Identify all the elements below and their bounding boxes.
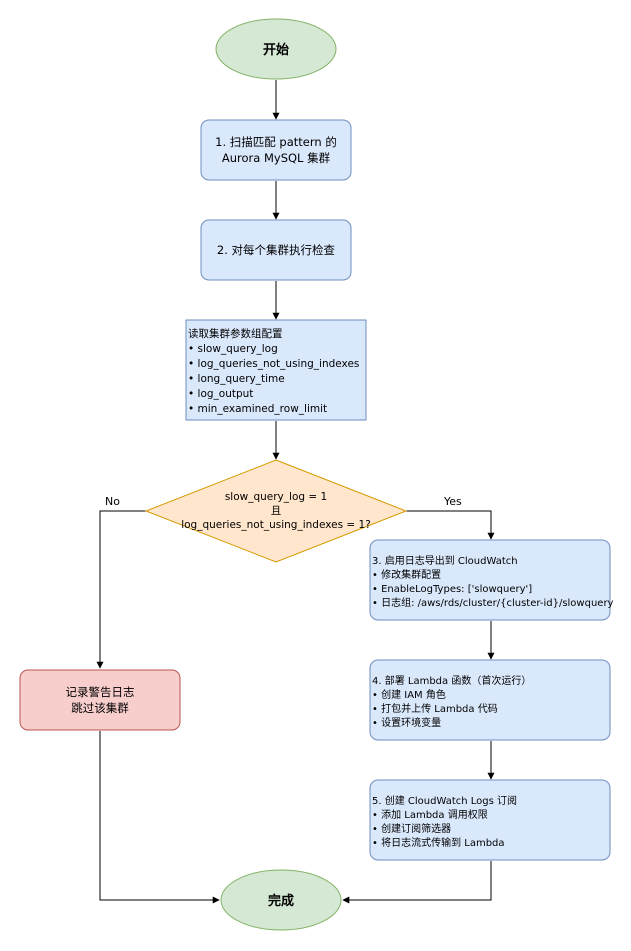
- read-params-line-1: 读取集群参数组配置: [188, 327, 283, 340]
- edge-decision-yes-to-enable: [406, 510, 495, 540]
- subscribe-line-2: • 添加 Lambda 调用权限: [372, 808, 488, 821]
- decision-line-2: 且: [271, 505, 282, 517]
- edge-decision-no-to-warn: [96, 510, 146, 669]
- edge-label-no: No: [105, 495, 120, 508]
- create-subscription-node[interactable]: 5. 创建 CloudWatch Logs 订阅 • 添加 Lambda 调用权…: [369, 779, 611, 861]
- subscribe-line-4: • 将日志流式传输到 Lambda: [372, 836, 505, 849]
- check-each-label: 2. 对每个集群执行检查: [217, 243, 336, 257]
- done-node[interactable]: 完成: [220, 869, 342, 931]
- start-node[interactable]: 开始: [215, 18, 337, 80]
- decision-line-1: slow_query_log = 1: [225, 491, 327, 503]
- read-params-line-4: • long_query_time: [188, 373, 285, 385]
- edge-warn-to-done: [99, 731, 220, 904]
- deploy-lambda-node[interactable]: 4. 部署 Lambda 函数（首次运行） • 创建 IAM 角色 • 打包并上…: [369, 659, 611, 741]
- warn-line-1: 记录警告日志: [66, 685, 135, 699]
- read-params-line-6: • min_examined_row_limit: [188, 403, 327, 415]
- decision-line-3: log_queries_not_using_indexes = 1?: [181, 519, 371, 531]
- enable-line-2: • 修改集群配置: [372, 568, 441, 581]
- edges: [96, 80, 495, 904]
- edge-subscribe-to-done: [342, 861, 492, 904]
- decision-node[interactable]: slow_query_log = 1 且 log_queries_not_usi…: [144, 459, 408, 563]
- enable-line-4: • 日志组: /aws/rds/cluster/{cluster-id}/slo…: [372, 596, 614, 609]
- warn-line-2: 跳过该集群: [71, 701, 129, 715]
- subscribe-line-3: • 创建订阅筛选器: [372, 822, 451, 835]
- warn-skip-node[interactable]: 记录警告日志 跳过该集群: [19, 669, 181, 731]
- subscribe-line-1: 5. 创建 CloudWatch Logs 订阅: [372, 794, 517, 807]
- scan-line-1: 1. 扫描匹配 pattern 的: [215, 135, 337, 149]
- enable-log-export-node[interactable]: 3. 启用日志导出到 CloudWatch • 修改集群配置 • EnableL…: [369, 539, 614, 621]
- read-params-line-2: • slow_query_log: [188, 343, 278, 355]
- scan-line-2: Aurora MySQL 集群: [222, 151, 331, 165]
- enable-line-3: • EnableLogTypes: ['slowquery']: [372, 584, 532, 595]
- scan-clusters-node[interactable]: 1. 扫描匹配 pattern 的 Aurora MySQL 集群: [200, 119, 352, 181]
- done-label: 完成: [268, 893, 294, 909]
- deploy-line-3: • 打包并上传 Lambda 代码: [372, 702, 498, 715]
- deploy-line-4: • 设置环境变量: [372, 716, 441, 729]
- read-params-line-5: • log_output: [188, 388, 253, 400]
- start-label: 开始: [263, 42, 289, 58]
- check-each-cluster-node[interactable]: 2. 对每个集群执行检查: [200, 219, 352, 281]
- read-params-line-3: • log_queries_not_using_indexes: [188, 358, 359, 370]
- read-params-node[interactable]: 读取集群参数组配置 • slow_query_log • log_queries…: [185, 319, 367, 421]
- enable-line-1: 3. 启用日志导出到 CloudWatch: [372, 554, 518, 567]
- deploy-line-2: • 创建 IAM 角色: [372, 688, 446, 701]
- deploy-line-1: 4. 部署 Lambda 函数（首次运行）: [372, 674, 531, 687]
- edge-label-yes: Yes: [443, 495, 462, 508]
